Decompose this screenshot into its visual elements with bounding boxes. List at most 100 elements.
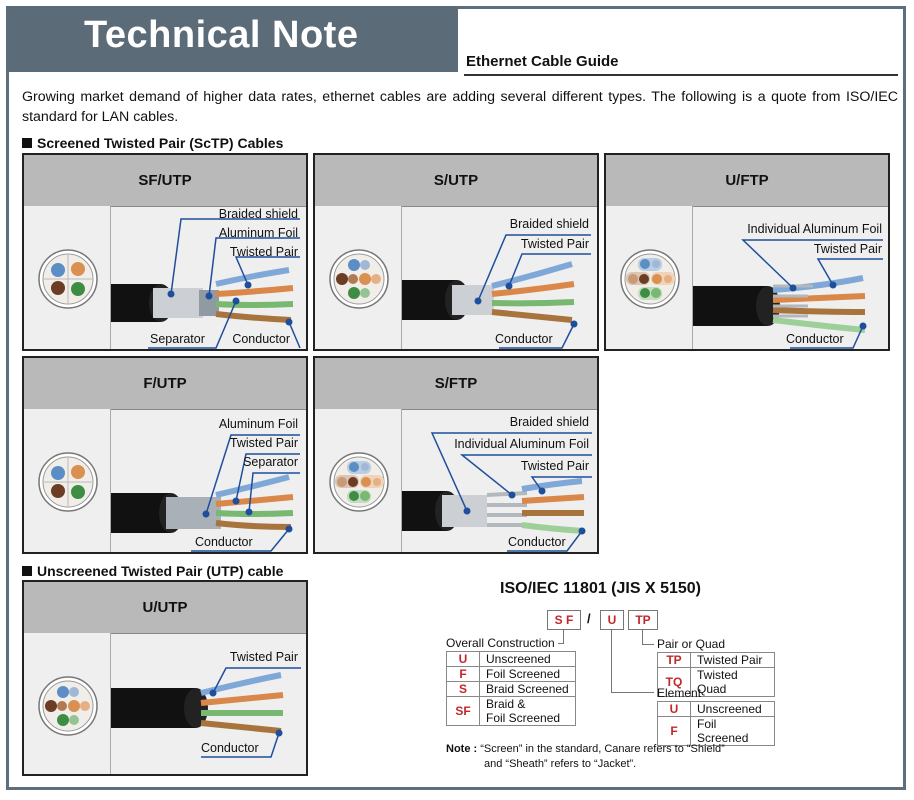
note-line-1: “Screen” in the standard, Canare refers …	[480, 743, 725, 755]
label-aluminum-foil: Aluminum Foil	[218, 417, 298, 431]
cable-card-title: U/UTP	[24, 582, 306, 634]
cable-illustration: Braided shield Individual Aluminum Foil …	[402, 409, 597, 552]
cable-illustration: Individual Aluminum Foil Twisted Pair Co…	[693, 206, 888, 349]
cable-card-s-ftp: S/FTP	[313, 356, 599, 554]
cable-card-title: U/FTP	[606, 155, 888, 207]
label-aluminum-foil: Aluminum Foil	[218, 226, 298, 240]
desc-cell: Unscreened	[479, 651, 576, 667]
label-twisted-pair: Twisted Pair	[520, 237, 589, 251]
title-band	[6, 6, 458, 72]
cross-section-panel	[24, 206, 111, 349]
code-cell: TP	[657, 652, 691, 668]
label-individual-aluminum-foil: Individual Aluminum Foil	[454, 437, 589, 451]
cable-card-body: Twisted Pair Conductor	[24, 633, 306, 774]
label-twisted-pair: Twisted Pair	[229, 436, 298, 450]
desc-cell: Braid Screened	[479, 681, 576, 697]
cross-section-pairs-icon	[329, 249, 389, 309]
cable-card-body: Braided shield Individual Aluminum Foil …	[315, 409, 597, 552]
desc-cell: Braid &Foil Screened	[479, 696, 576, 726]
label-twisted-pair: Twisted Pair	[520, 459, 589, 473]
section-heading-screened: Screened Twisted Pair (ScTP) Cables	[22, 135, 283, 151]
section-heading-text: Screened Twisted Pair (ScTP) Cables	[37, 135, 284, 151]
label-separator: Separator	[150, 332, 205, 346]
cross-section-foiled-pairs-icon	[329, 452, 389, 512]
connector-line	[563, 629, 564, 644]
code-part-pair: TP	[628, 610, 658, 630]
note-line-2: and “Sheath” refers to “Jacket”.	[484, 758, 637, 770]
connector-line	[642, 629, 643, 644]
cable-drawing	[111, 434, 300, 552]
cable-card-title: SF/UTP	[24, 155, 306, 207]
page-subtitle: Ethernet Cable Guide	[466, 53, 619, 70]
desc-cell: Foil Screened	[690, 716, 775, 746]
cable-illustration: Braided shield Aluminum Foil Twisted Pai…	[111, 206, 306, 349]
connector-line	[642, 644, 654, 645]
label-conductor: Conductor	[195, 535, 253, 549]
desc-cell: Unscreened	[690, 701, 775, 717]
cable-card-s-utp: S/UTP	[313, 153, 599, 351]
cross-section-panel	[315, 409, 402, 552]
cable-card-title: S/FTP	[315, 358, 597, 410]
cable-drawing	[693, 239, 883, 349]
code-cell: F	[446, 666, 480, 682]
code-cell: TQ	[657, 667, 691, 697]
label-separator: Separator	[243, 455, 298, 469]
cable-card-f-utp: F/UTP	[22, 356, 308, 554]
desc-line: Foil Screened	[486, 711, 561, 725]
cross-section-pairs-icon	[38, 676, 98, 736]
desc-cell: Twisted Pair	[690, 652, 775, 668]
label-conductor: Conductor	[786, 332, 844, 346]
desc-cell: Twisted Quad	[690, 667, 775, 697]
cable-card-body: Braided shield Aluminum Foil Twisted Pai…	[24, 206, 306, 349]
cable-illustration: Braided shield Twisted Pair Conductor	[402, 206, 597, 349]
page-title: Technical Note	[84, 14, 359, 56]
square-bullet-icon	[22, 138, 32, 148]
footnote: Note : “Screen” in the standard, Canare …	[446, 742, 725, 772]
connector-line	[611, 629, 612, 692]
cable-illustration: Aluminum Foil Twisted Pair Separator Con…	[111, 409, 306, 552]
connector-line	[558, 643, 564, 644]
code-part-element: U	[600, 610, 624, 630]
code-part-overall: S F	[547, 610, 581, 630]
overall-construction-label: Overall Construction	[446, 636, 555, 650]
label-twisted-pair: Twisted Pair	[813, 242, 882, 256]
cable-drawing	[111, 667, 301, 758]
label-twisted-pair: Twisted Pair	[229, 650, 298, 664]
label-braided-shield: Braided shield	[509, 415, 589, 429]
cable-card-body: Individual Aluminum Foil Twisted Pair Co…	[606, 206, 888, 349]
section-heading-text: Unscreened Twisted Pair (UTP) cable	[37, 563, 284, 579]
cable-card-body: Aluminum Foil Twisted Pair Separator Con…	[24, 409, 306, 552]
cable-card-u-utp: U/UTP	[22, 580, 308, 776]
cross-section-panel	[315, 206, 402, 349]
element-label: Element	[657, 686, 702, 700]
cable-illustration: Twisted Pair Conductor	[111, 633, 306, 774]
label-conductor: Conductor	[232, 332, 290, 346]
cable-card-sf-utp: SF/UTP	[22, 153, 308, 351]
cross-section-4quad-icon	[38, 249, 98, 309]
cable-card-body: Braided shield Twisted Pair Conductor	[315, 206, 597, 349]
cross-section-panel	[24, 409, 111, 552]
cross-section-panel	[606, 206, 693, 349]
code-cell: SF	[446, 696, 480, 726]
label-braided-shield: Braided shield	[509, 217, 589, 231]
label-twisted-pair: Twisted Pair	[229, 245, 298, 259]
code-cell: F	[657, 716, 691, 746]
label-conductor: Conductor	[495, 332, 553, 346]
cross-section-4quad-icon	[38, 452, 98, 512]
intro-paragraph: Growing market demand of higher data rat…	[22, 89, 898, 125]
cross-section-foiled-pairs-icon	[620, 249, 680, 309]
label-conductor: Conductor	[201, 741, 259, 755]
label-conductor: Conductor	[508, 535, 566, 549]
cable-card-title: F/UTP	[24, 358, 306, 410]
label-braided-shield: Braided shield	[218, 207, 298, 221]
